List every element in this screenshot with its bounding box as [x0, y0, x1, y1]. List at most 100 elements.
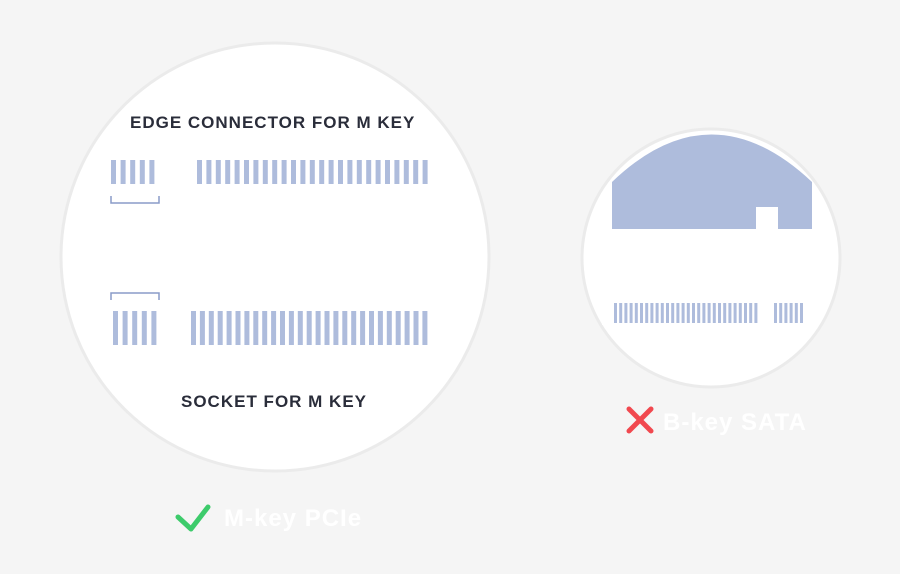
m-key-edge-pins-short	[111, 160, 155, 184]
socket-contact	[614, 303, 617, 323]
edge-connector-title: EDGE CONNECTOR FOR M KEY	[130, 113, 416, 132]
edge-pin	[281, 160, 287, 184]
edge-pin	[366, 160, 372, 184]
edge-pin	[215, 160, 221, 184]
edge-pin	[422, 160, 428, 184]
socket-contact	[660, 303, 664, 323]
edge-pin	[291, 160, 296, 184]
socket-contact	[650, 303, 654, 323]
socket-contact	[351, 311, 357, 345]
edge-pin	[253, 160, 259, 184]
edge-pin	[234, 160, 240, 184]
m-key-edge-pins-long	[197, 160, 428, 184]
socket-contact	[738, 303, 742, 323]
m-key-socket	[92, 311, 456, 361]
socket-contact	[404, 311, 410, 345]
socket-contact	[315, 311, 321, 345]
check-icon	[175, 504, 211, 532]
socket-contact	[297, 311, 303, 345]
socket-contact	[113, 311, 118, 345]
socket-contact	[686, 303, 690, 323]
socket-contact	[253, 311, 259, 345]
m-key-edge-connector	[106, 150, 440, 186]
socket-contact	[800, 303, 803, 323]
socket-contact	[723, 303, 727, 323]
socket-contact	[226, 311, 232, 345]
socket-contact	[655, 303, 659, 323]
b-key-socket-contacts-long	[614, 303, 758, 323]
contacts-wide-label: 5 CONTACTS WIDE	[111, 267, 273, 284]
socket-contact	[634, 303, 638, 323]
b-key-socket-contacts-short	[774, 303, 803, 323]
edge-pin	[385, 160, 390, 184]
b-key-caption: B-key SATA	[663, 409, 807, 436]
socket-contact	[774, 303, 777, 323]
m-key-socket-contacts-long	[191, 311, 428, 345]
socket-contact	[208, 311, 214, 345]
socket-contact	[360, 311, 366, 345]
edge-pin	[375, 160, 381, 184]
socket-contact	[707, 303, 711, 323]
socket-title: SOCKET FOR M KEY	[181, 392, 368, 411]
edge-pin	[111, 160, 116, 184]
socket-contact	[728, 303, 732, 323]
edge-pin	[413, 160, 419, 184]
pins-wide-label: 5 PINS WIDE	[111, 210, 219, 227]
edge-pin	[244, 160, 249, 184]
pins-bracket	[110, 196, 160, 204]
socket-contact	[754, 303, 758, 323]
edge-pin	[120, 160, 126, 184]
edge-pin	[139, 160, 145, 184]
socket-contact	[676, 303, 680, 323]
socket-contact	[749, 303, 753, 323]
socket-contact	[640, 303, 643, 323]
socket-contact	[779, 303, 783, 323]
edge-pin	[356, 160, 362, 184]
socket-contact	[377, 311, 383, 345]
edge-pin	[225, 160, 231, 184]
edge-pin	[272, 160, 278, 184]
socket-contact	[191, 311, 196, 345]
socket-contact	[692, 303, 695, 323]
edge-pin	[197, 160, 202, 184]
edge-pin	[206, 160, 212, 184]
socket-contact	[395, 311, 401, 345]
m-key-caption: M-key PCIe	[224, 505, 363, 532]
socket-contact	[681, 303, 685, 323]
edge-pin	[262, 160, 268, 184]
socket-contact	[333, 311, 339, 345]
socket-contact	[422, 311, 428, 345]
socket-contact	[132, 311, 138, 345]
edge-pin	[130, 160, 136, 184]
edge-pin	[309, 160, 315, 184]
socket-contact	[702, 303, 706, 323]
contacts-bracket	[110, 292, 160, 300]
socket-contact	[629, 303, 633, 323]
edge-pin	[300, 160, 306, 184]
socket-contact	[619, 303, 623, 323]
socket-contact	[271, 311, 277, 345]
edge-pin	[319, 160, 325, 184]
socket-contact	[712, 303, 716, 323]
six-pins-label: 6 PINS	[759, 233, 810, 249]
socket-contact	[624, 303, 628, 323]
b-key-socket	[602, 301, 818, 325]
socket-contact	[744, 303, 747, 323]
socket-contact	[645, 303, 649, 323]
cross-icon	[626, 406, 654, 434]
socket-contact	[369, 311, 374, 345]
edge-pin	[347, 160, 353, 184]
socket-contact	[217, 311, 223, 345]
socket-contact	[235, 311, 241, 345]
socket-contact	[151, 311, 157, 345]
socket-contact	[386, 311, 392, 345]
socket-contact	[262, 311, 268, 345]
socket-contact	[288, 311, 294, 345]
socket-contact	[280, 311, 285, 345]
socket-contact	[413, 311, 419, 345]
socket-contact	[199, 311, 205, 345]
edge-pin	[338, 160, 343, 184]
six-contacts-label: 6 CONTACTS	[712, 281, 816, 298]
socket-contact	[306, 311, 312, 345]
